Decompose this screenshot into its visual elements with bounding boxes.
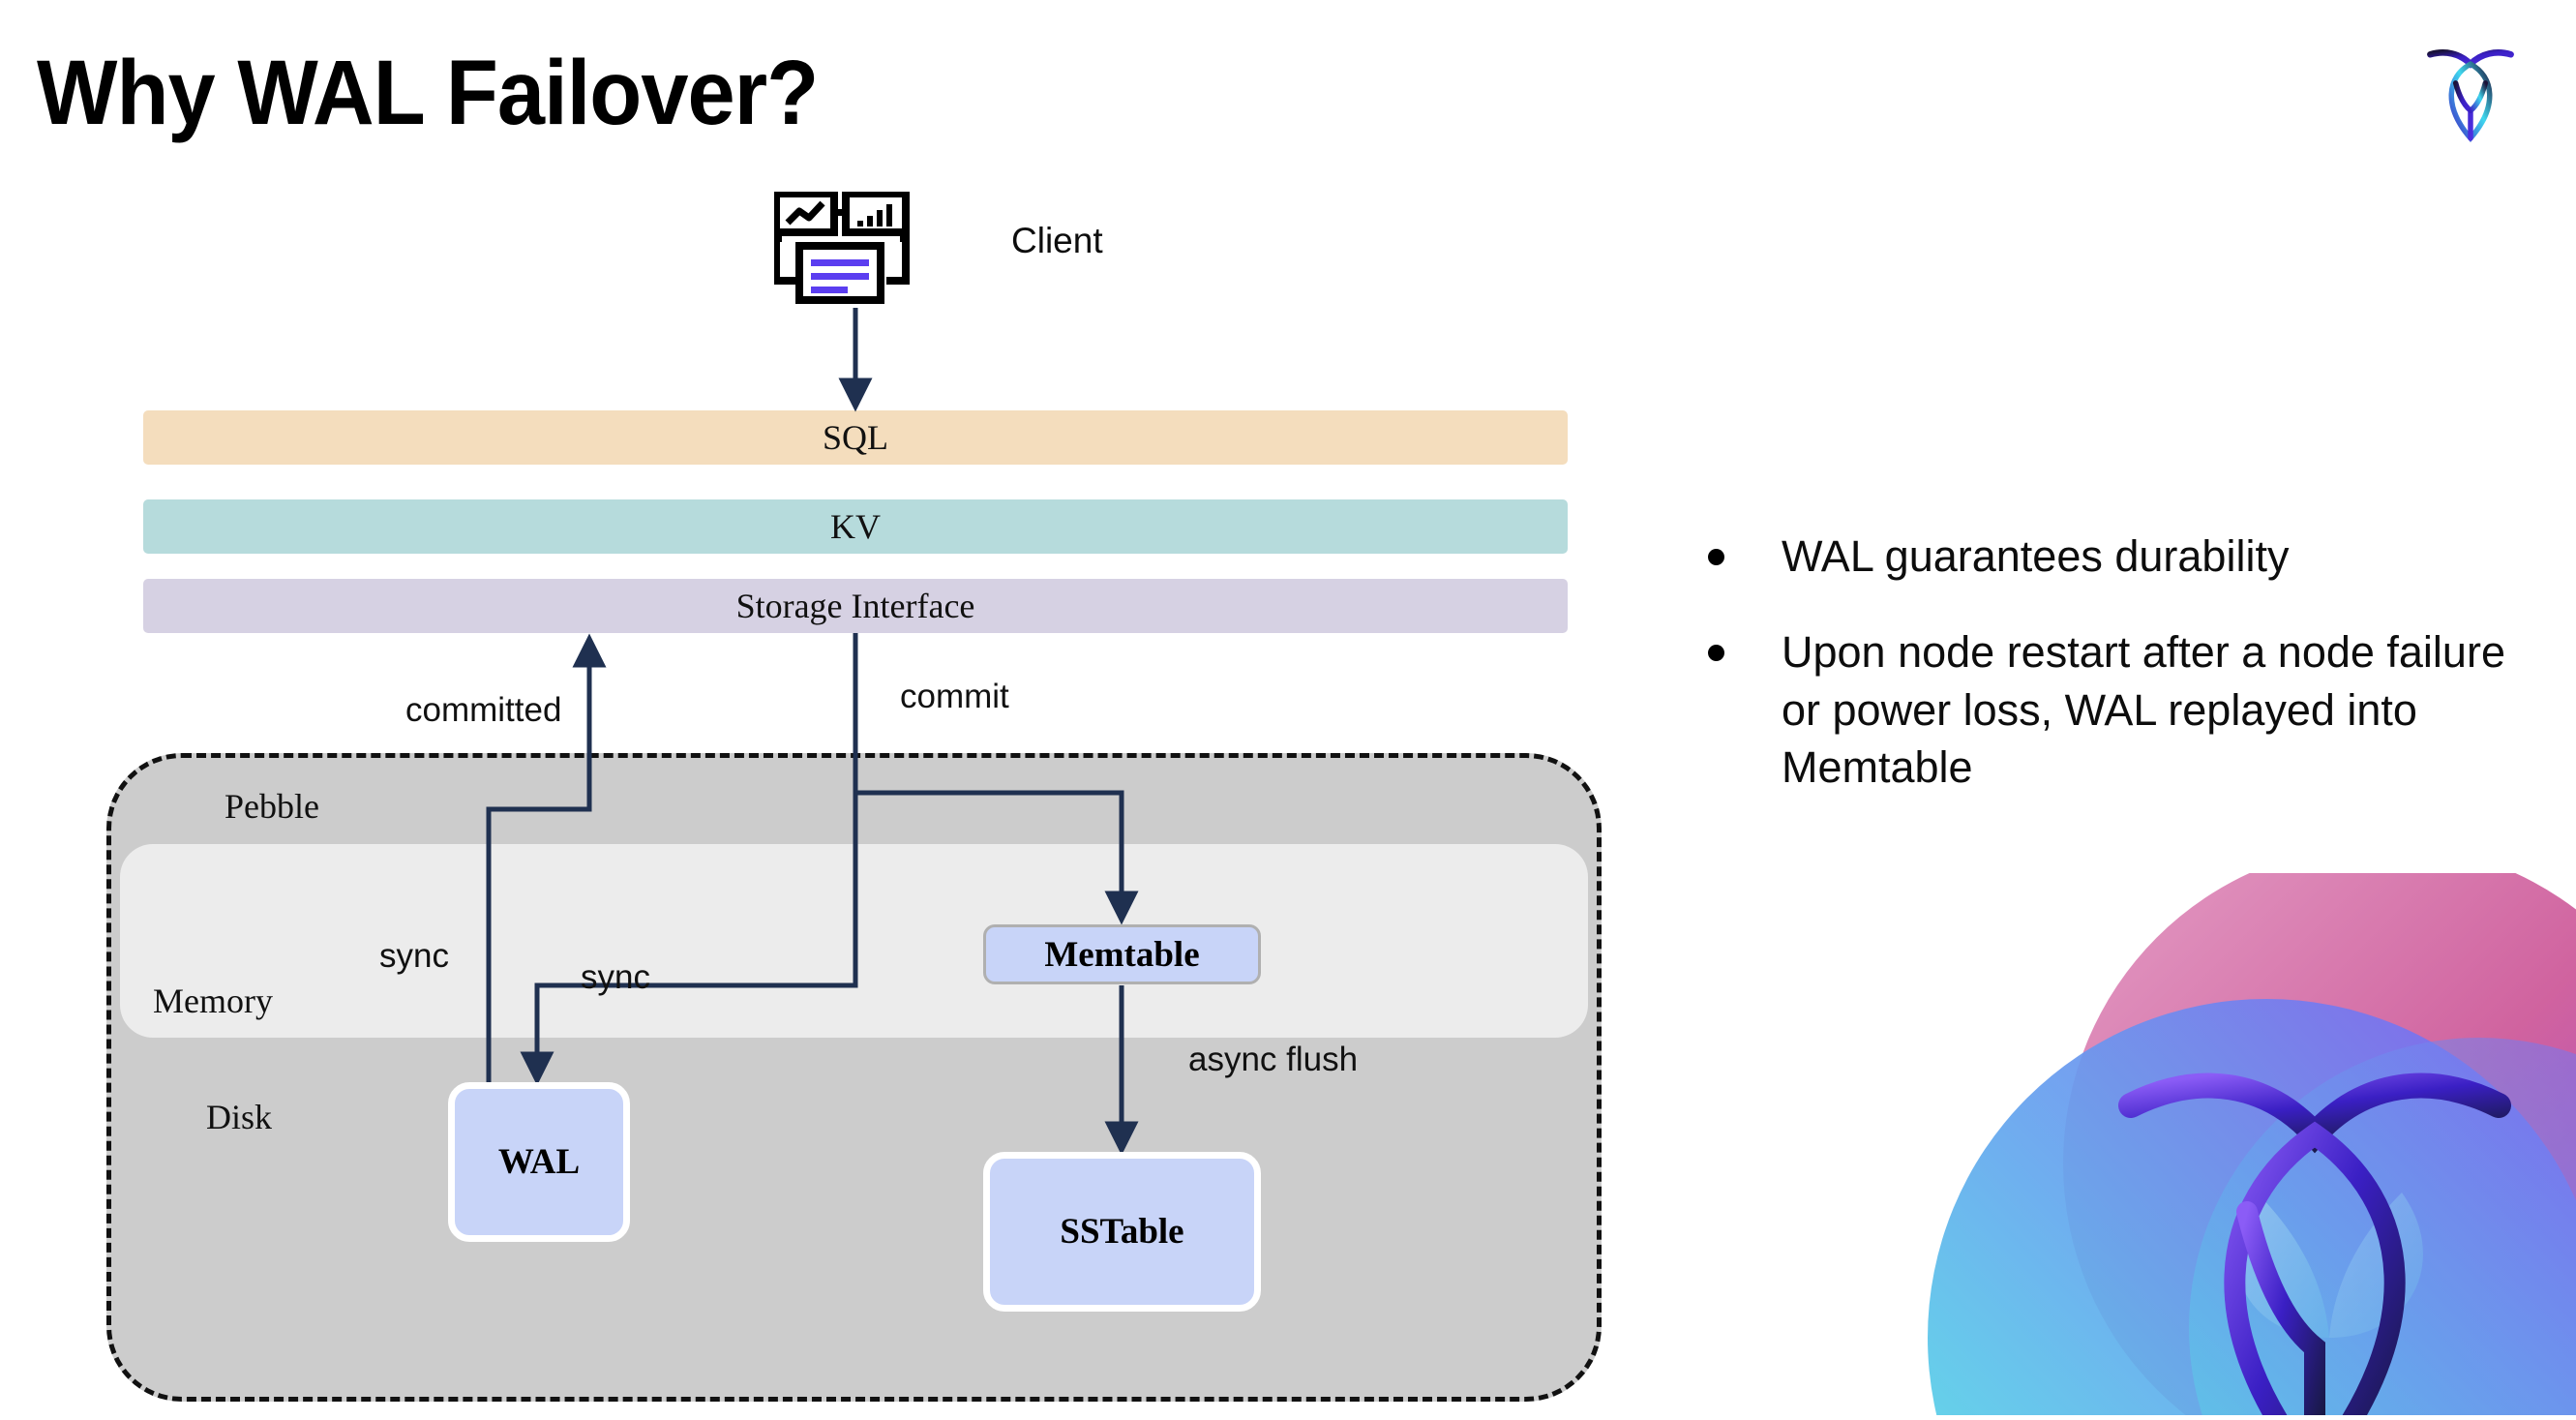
memory-label: Memory — [153, 982, 273, 1020]
disk-label: Disk — [206, 1098, 273, 1136]
bullet-dot-icon — [1708, 645, 1724, 662]
client-label: Client — [1011, 221, 1103, 260]
client-monitor-icon — [772, 190, 929, 308]
bullet-text: WAL guarantees durability — [1782, 531, 2290, 581]
node-sstable: SSTable — [983, 1152, 1261, 1312]
layer-bar-storage: Storage Interface — [143, 579, 1568, 633]
layer-bar-sql: SQL — [143, 410, 1568, 465]
edge-label-committed: committed — [405, 691, 562, 729]
node-wal: WAL — [448, 1082, 630, 1242]
page-title: Why WAL Failover? — [37, 42, 819, 144]
edge-label-async-flush: async flush — [1188, 1041, 1359, 1078]
list-item: Upon node restart after a node failure o… — [1708, 623, 2521, 796]
edge-label-commit: commit — [900, 678, 1009, 715]
list-item: WAL guarantees durability — [1708, 528, 2521, 585]
bullet-dot-icon — [1708, 549, 1724, 565]
layer-bar-kv: KV — [143, 499, 1568, 554]
bullet-text: Upon node restart after a node failure o… — [1782, 627, 2505, 793]
bullet-list: WAL guarantees durability Upon node rest… — [1708, 528, 2521, 835]
edge-label-sync-right: sync — [581, 958, 650, 996]
edge-label-sync-left: sync — [379, 937, 449, 975]
node-memtable: Memtable — [983, 924, 1261, 984]
cockroach-labs-logo-icon — [2417, 41, 2524, 152]
pebble-label: Pebble — [225, 787, 319, 826]
